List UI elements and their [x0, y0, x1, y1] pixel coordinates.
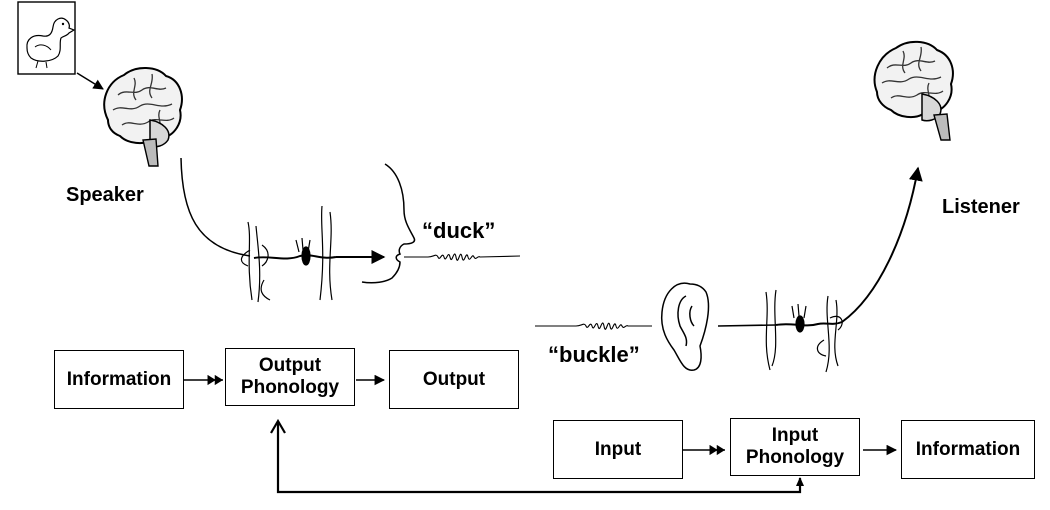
- face-profile-icon: [361, 163, 416, 284]
- listener-nerve-fiber-icon: [717, 289, 843, 373]
- feedback-arrowhead-at-input-phonology: [796, 477, 804, 486]
- input-phonology-line1: Input: [771, 425, 819, 446]
- feedback-arrowhead-up: [270, 418, 286, 434]
- input-phonology-line2: Phonology: [745, 447, 845, 468]
- speaker-nerve-fiber-icon: [240, 205, 386, 303]
- output-phonology-box: Output Phonology: [225, 348, 355, 406]
- information-input-label: Information: [915, 438, 1021, 460]
- speaker-brain-icon: [103, 67, 183, 167]
- listener-label: Listener: [942, 196, 1020, 218]
- listener-brain-icon: [873, 40, 954, 141]
- spoken-sound-wave-icon: [404, 253, 521, 261]
- nerve-to-listener-brain-arrow: [841, 166, 923, 323]
- heard-word-label: “buckle”: [548, 342, 640, 367]
- ear-icon: [660, 282, 710, 371]
- information-output-label: Information: [66, 368, 172, 390]
- feedback-loop-arrow: [276, 423, 802, 494]
- speaker-brain-to-nerve-line: [180, 157, 251, 257]
- information-output-box: Information: [54, 350, 184, 409]
- heard-sound-wave-icon: [535, 322, 652, 330]
- output-label: Output: [422, 368, 486, 390]
- spoken-word-label: “duck”: [422, 218, 496, 243]
- output-phonology-line2: Phonology: [240, 377, 340, 398]
- speaker-label: Speaker: [66, 184, 144, 206]
- duck-picture-icon: [17, 1, 76, 75]
- output-phonology-line1: Output: [258, 355, 322, 376]
- output-box: Output: [389, 350, 519, 409]
- input-box: Input: [553, 420, 683, 479]
- input-label: Input: [594, 438, 642, 460]
- input-phonology-box: Input Phonology: [730, 418, 860, 476]
- picture-to-brain-arrow: [76, 72, 104, 90]
- information-input-box: Information: [901, 420, 1035, 479]
